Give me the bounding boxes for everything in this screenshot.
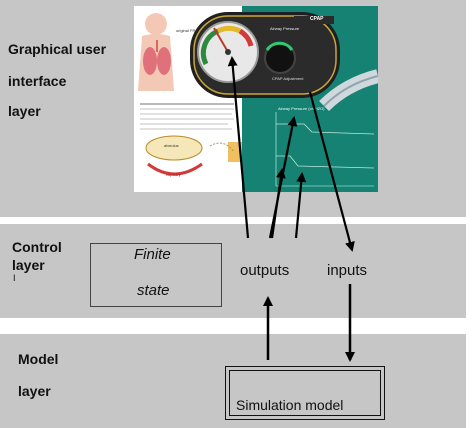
lung-detail-icon xyxy=(209,142,235,153)
graph-title: Airway Pressure (cmH2O) xyxy=(278,106,325,111)
alveolus-label: alveolus xyxy=(164,143,179,148)
inputs-label: inputs xyxy=(327,262,368,279)
control-layer-band xyxy=(0,224,466,318)
cpap-logo-plate xyxy=(294,16,334,24)
gauge-yellow-arc xyxy=(216,25,242,34)
outputs-label: outputs xyxy=(240,262,290,279)
finite-state-label-line2: state xyxy=(137,282,170,299)
knob-to-inputs-arrow xyxy=(308,91,355,252)
simulation-model-box xyxy=(225,366,385,420)
model-layer-label-line2: layer xyxy=(18,383,51,399)
gui-screenshot-art xyxy=(134,6,380,192)
outputs-to-gauge-arrow xyxy=(227,56,250,239)
gui-layer-label-line1: Graphical user xyxy=(8,41,107,57)
hose-tube-edge xyxy=(323,75,379,107)
simulation-model-label: Simulation model xyxy=(236,397,344,413)
gui-layer-label-line2: interface xyxy=(8,73,67,89)
alveolus-icon xyxy=(145,135,203,161)
side-tab-icon xyxy=(228,142,242,162)
control-layer-label-line2: layer xyxy=(12,257,45,273)
finite-state-box xyxy=(90,243,222,307)
outputs-to-graph-mid-arrow xyxy=(270,168,286,239)
simulation-model-box-inner xyxy=(229,370,381,416)
right-lung-icon xyxy=(157,47,171,75)
gauge-red-arc xyxy=(238,28,254,47)
gauge-green-arc xyxy=(200,28,220,66)
model-layer-band xyxy=(0,334,466,428)
graph-trace-lower xyxy=(276,155,375,169)
gauge-hub xyxy=(225,49,231,55)
cpap-logo-label: CPAP xyxy=(310,16,324,22)
gauge-needle xyxy=(213,27,229,53)
knob-indicator xyxy=(265,41,294,51)
capillary-label: capillary xyxy=(166,172,181,177)
gui-screenshot: Airway Pressure CPAP CPAP Adjustment ori… xyxy=(134,6,380,192)
original-frc-label: original FRC xyxy=(176,28,199,33)
airway-pressure-label: Airway Pressure xyxy=(270,26,300,31)
capillary-icon xyxy=(147,162,203,176)
left-lung-icon xyxy=(143,47,157,75)
finite-state-label-line1: Finite xyxy=(134,246,171,263)
control-layer-mark: I xyxy=(13,273,16,283)
control-layer-label-line1: Control xyxy=(12,239,62,255)
cpap-adjustment-label: CPAP Adjustment xyxy=(272,76,304,81)
model-layer-label-line1: Model xyxy=(18,351,59,367)
head-icon xyxy=(145,13,167,35)
instruction-block xyxy=(138,98,238,138)
gui-layer-label-line3: layer xyxy=(8,103,41,119)
outputs-to-graph-lower-arrow xyxy=(294,172,307,239)
